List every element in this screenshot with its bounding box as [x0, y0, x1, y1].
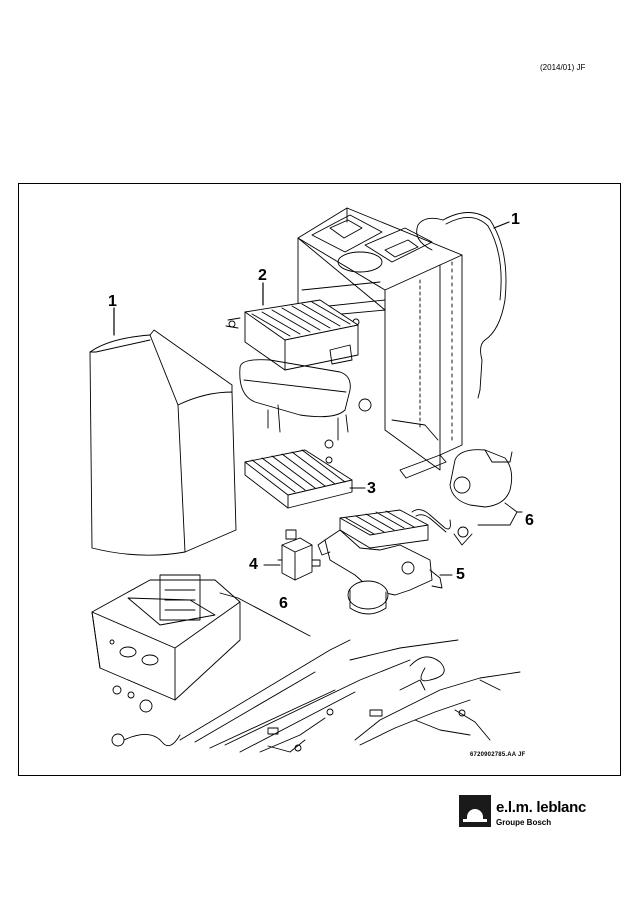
callout-fan-group: 6 [525, 512, 534, 529]
heat-exchanger [225, 282, 359, 464]
callout-casing: 1 [108, 293, 117, 310]
callout-wiring: 6 [279, 595, 288, 612]
logo-brand-name: e.l.m. leblanc [496, 799, 587, 816]
gas-valve [263, 529, 321, 581]
callout-burner: 3 [367, 480, 376, 497]
document-reference: 6720902785.AA JF [470, 752, 526, 758]
control-box [91, 574, 241, 747]
callout-heat-exchanger: 2 [258, 267, 267, 284]
rear-frame [297, 207, 463, 479]
fan-assembly [411, 449, 523, 546]
logo-group-name: Groupe Bosch [496, 818, 552, 827]
wiring-harness [179, 592, 521, 753]
logo-mark-icon [459, 795, 491, 827]
front-casing [89, 307, 237, 556]
date-code: (2014/01) JF [540, 63, 586, 72]
hydraulic-block [317, 509, 453, 615]
callout-gas-valve: 4 [249, 556, 258, 573]
power-cable [416, 212, 510, 399]
callout-power-cable: 1 [511, 211, 520, 228]
brand-logo: e.l.m. leblanc Groupe Bosch [459, 795, 609, 831]
diagram-frame [18, 183, 621, 776]
burner [244, 449, 366, 509]
callout-hydraulic-block: 5 [456, 566, 465, 583]
